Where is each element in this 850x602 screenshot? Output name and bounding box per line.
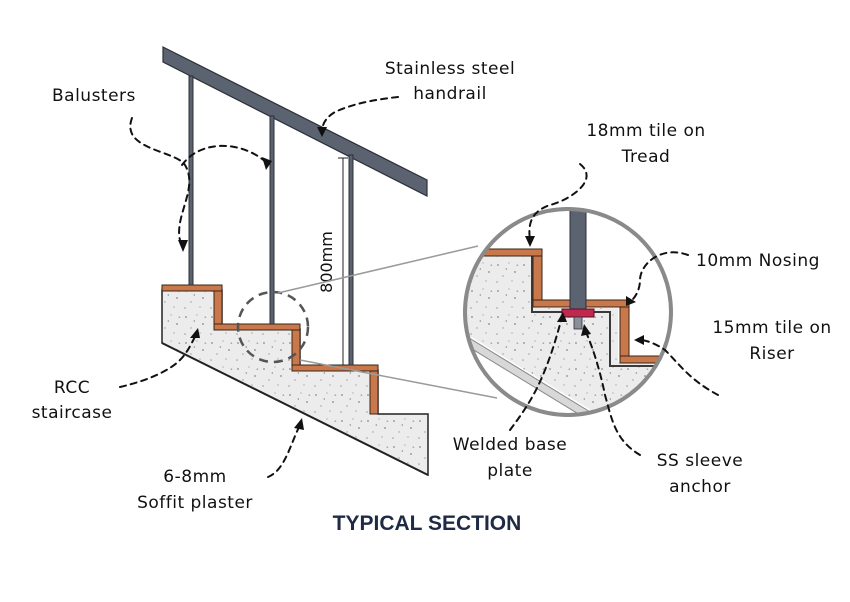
label-base-plate-line2: plate bbox=[487, 461, 533, 481]
label-nosing: 10mm Nosing bbox=[696, 251, 820, 271]
label-handrail-line2: handrail bbox=[413, 84, 487, 104]
tread-tile bbox=[213, 323, 301, 331]
label-rcc-line1: RCC bbox=[54, 378, 90, 398]
tread-tile bbox=[161, 284, 223, 292]
riser-tile bbox=[291, 329, 301, 371]
diagram-title: TYPICAL SECTION bbox=[333, 512, 522, 535]
detail-callout-circle bbox=[236, 290, 310, 364]
riser-tile bbox=[213, 290, 223, 330]
label-tread-tile-line2: Tread bbox=[621, 147, 671, 167]
label-riser-tile-line2: Riser bbox=[749, 344, 794, 364]
detail-riser-tile bbox=[619, 306, 630, 363]
annotation-labels: Balusters Stainless steel handrail 18mm … bbox=[32, 59, 832, 535]
label-anchor-line1: SS sleeve bbox=[657, 451, 744, 471]
tile-finishes bbox=[161, 284, 379, 415]
baluster bbox=[188, 75, 194, 286]
rcc-staircase bbox=[161, 289, 429, 477]
baluster bbox=[269, 115, 275, 325]
label-anchor-line2: anchor bbox=[669, 477, 731, 497]
balusters bbox=[188, 75, 354, 366]
height-dimension-label: 800mm bbox=[317, 231, 336, 293]
label-rcc-line2: staircase bbox=[32, 403, 113, 423]
label-plaster-line2: Soffit plaster bbox=[137, 493, 253, 513]
label-tread-tile-line1: 18mm tile on bbox=[586, 121, 705, 141]
detail-baluster bbox=[569, 209, 587, 310]
leader-lines bbox=[119, 96, 719, 478]
detail-enlargement bbox=[463, 207, 673, 417]
detail-riser-tile bbox=[532, 255, 543, 307]
detail-tread-tile bbox=[619, 355, 671, 364]
label-plaster-line1: 6-8mm bbox=[163, 467, 226, 487]
baluster bbox=[348, 154, 354, 366]
stainless-steel-handrail bbox=[162, 46, 428, 197]
label-riser-tile-line1: 15mm tile on bbox=[712, 318, 831, 338]
label-balusters: Balusters bbox=[52, 86, 136, 106]
detail-tread-tile bbox=[465, 248, 543, 257]
tread-tile bbox=[291, 364, 379, 372]
welded-base-plate bbox=[561, 308, 595, 318]
ss-sleeve-anchor bbox=[573, 316, 583, 330]
label-base-plate-line1: Welded base bbox=[453, 435, 567, 455]
label-handrail-line1: Stainless steel bbox=[385, 59, 515, 79]
height-dimension: 800mm bbox=[317, 157, 348, 366]
projection-lines bbox=[277, 245, 498, 399]
riser-tile bbox=[369, 370, 379, 415]
detail-circle-border bbox=[463, 207, 673, 417]
